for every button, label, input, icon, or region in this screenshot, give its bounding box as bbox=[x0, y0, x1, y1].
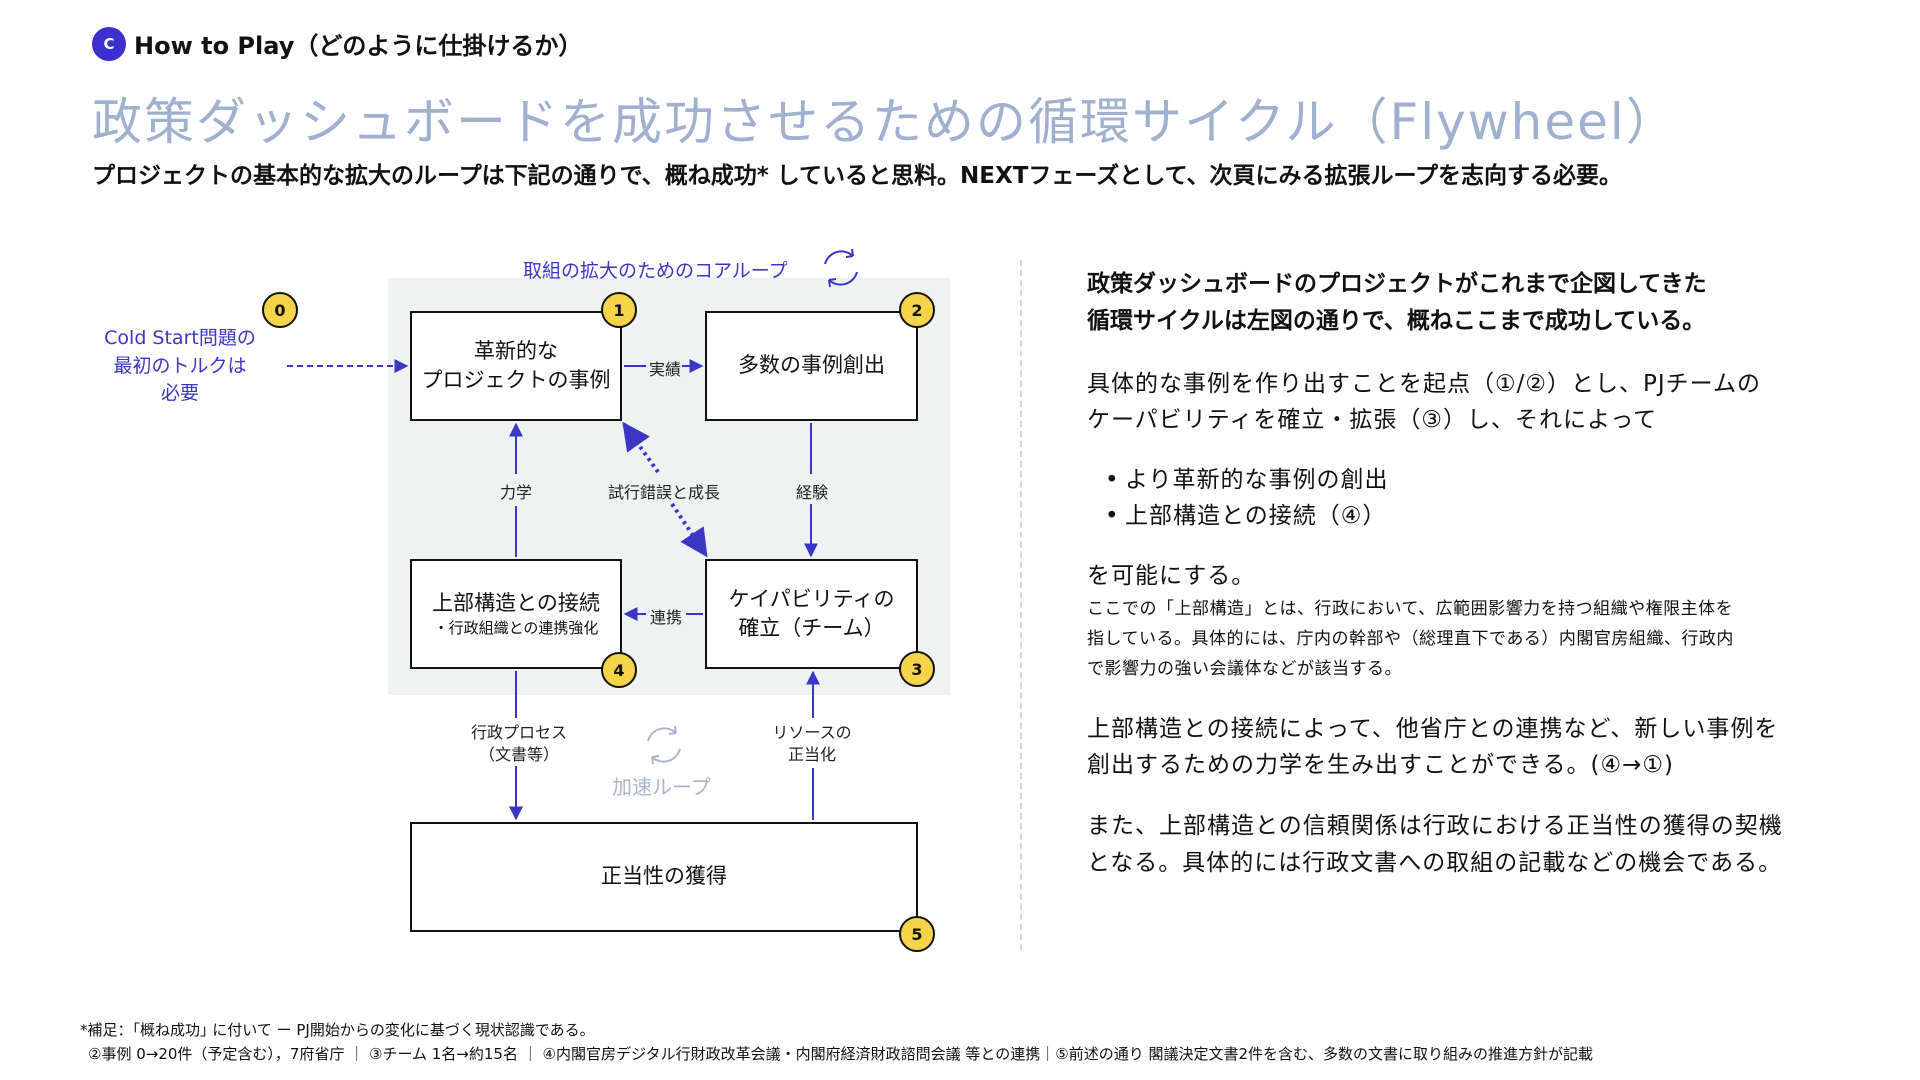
footnote-line1: *補足：｢概ね成功｣ に付いて ー PJ開始からの変化に基づく現状認識である。 bbox=[80, 1021, 595, 1039]
cycle-icon bbox=[647, 725, 681, 765]
edge-label-trial-growth: 試行錯誤と成長 bbox=[608, 483, 721, 502]
cold-start-line1: Cold Start問題の bbox=[104, 327, 256, 349]
lead-paragraph: 政策ダッシュボードのプロジェクトがこれまで企図してきた 循環サイクルは左図の通り… bbox=[1087, 266, 1847, 340]
node-innovative-project-line1: 革新的な bbox=[474, 338, 558, 363]
paragraph-4-line2: となる。具体的には行政文書への取組の記載などの機会である。 bbox=[1087, 849, 1783, 876]
bullet-item: 上部構造との接続（④） bbox=[1087, 499, 1847, 535]
lead-line1: 政策ダッシュボードのプロジェクトがこれまで企図してきた bbox=[1087, 271, 1707, 297]
edge-label-admin-process: 行政プロセス （文書等） bbox=[464, 722, 574, 767]
core-loop-title: 取組の拡大のためのコアループ bbox=[523, 260, 788, 282]
note-line1: ここでの「上部構造」とは、行政において、広範囲影響力を持つ組織や権限主体を bbox=[1087, 599, 1734, 620]
cold-start-line3: 必要 bbox=[160, 382, 199, 405]
page-title: 政策ダッシュボードを成功させるための循環サイクル（Flywheel） bbox=[92, 93, 1678, 151]
edge-label-resource-line1: リソースの bbox=[772, 723, 852, 742]
badge-3: 3 bbox=[899, 651, 935, 687]
paragraph-3-line1: 上部構造との接続によって、他省庁との連携など、新しい事例を bbox=[1087, 715, 1779, 742]
paragraph-4: また、上部構造との信頼関係は行政における正当性の獲得の契機 となる。具体的には行… bbox=[1087, 808, 1847, 882]
accel-loop-title: 加速ループ bbox=[612, 775, 711, 799]
page-subtitle: プロジェクトの基本的な拡大のループは下記の通りで、概ね成功* していると思料。N… bbox=[92, 163, 1623, 189]
footnote-line2: ②事例 0→20件（予定含む），7府省庁 ｜ ③チーム 1名→約15名 ｜ ④内… bbox=[88, 1045, 1594, 1063]
paragraph-1: 具体的な事例を作り出すことを起点（①/②）とし、PJチームの ケーパビリティを確… bbox=[1087, 366, 1847, 440]
section-badge: C bbox=[92, 26, 126, 61]
node-legitimacy: 正当性の獲得 bbox=[410, 822, 918, 932]
node-many-cases-label: 多数の事例創出 bbox=[738, 353, 885, 378]
section-tag: C How to Play（どのように仕掛けるか） bbox=[92, 26, 582, 61]
edge-label-renkei: 連携 bbox=[648, 604, 685, 628]
node-superstructure: 上部構造との接続 ・行政組織との連携強化 bbox=[410, 559, 622, 669]
paragraph-4-line1: また、上部構造との信頼関係は行政における正当性の獲得の契機 bbox=[1087, 813, 1783, 840]
node-capability: ケイパビリティの 確立（チーム） bbox=[705, 559, 918, 669]
node-superstructure-sub: ・行政組織との連携強化 bbox=[433, 619, 599, 638]
note-line2: 指している。具体的には、庁内の幹部や（総理直下である）内閣官房組織、行政内 bbox=[1087, 629, 1734, 650]
badge-5: 5 bbox=[899, 916, 935, 952]
paragraph-2: を可能にする。 bbox=[1087, 563, 1256, 590]
vertical-divider bbox=[1020, 260, 1022, 950]
badge-0: 0 bbox=[262, 292, 298, 328]
badge-2: 2 bbox=[899, 292, 935, 328]
bullet-item: より革新的な事例の創出 bbox=[1087, 463, 1847, 499]
footnote: *補足：｢概ね成功｣ に付いて ー PJ開始からの変化に基づく現状認識である。 … bbox=[80, 1018, 1593, 1066]
cold-start-line2: 最初のトルクは bbox=[113, 354, 247, 377]
lead-line2: 循環サイクルは左図の通りで、概ねここまで成功している。 bbox=[1087, 307, 1706, 334]
badge-1: 1 bbox=[601, 292, 637, 328]
edge-label-rikigaku: 力学 bbox=[500, 479, 533, 503]
section-label: How to Play（どのように仕掛けるか） bbox=[134, 32, 583, 60]
node-capability-line2: 確立（チーム） bbox=[738, 616, 885, 640]
node-innovative-project: 革新的な プロジェクトの事例 bbox=[410, 311, 622, 421]
node-many-cases: 多数の事例創出 bbox=[705, 311, 918, 421]
cold-start-note: Cold Start問題の 最初のトルクは 必要 bbox=[90, 325, 270, 408]
edge-label-keiken: 経験 bbox=[796, 479, 829, 503]
node-innovative-project-line2: プロジェクトの事例 bbox=[421, 368, 611, 392]
paragraph-1-line1: 具体的な事例を作り出すことを起点（①/②）とし、PJチームの bbox=[1087, 370, 1761, 397]
edge-label-resource: リソースの 正当化 bbox=[762, 722, 862, 767]
node-superstructure-line1: 上部構造との接続 bbox=[432, 590, 600, 615]
note-line3: で影響力の強い会議体などが該当する。 bbox=[1087, 658, 1402, 679]
edge-label-jisseki: 実績 bbox=[647, 356, 684, 380]
edge-label-resource-line2: 正当化 bbox=[787, 745, 836, 765]
superstructure-note: ここでの「上部構造」とは、行政において、広範囲影響力を持つ組織や権限主体を 指し… bbox=[1087, 595, 1847, 684]
bullet-list: より革新的な事例の創出 上部構造との接続（④） bbox=[1087, 463, 1847, 534]
node-legitimacy-label: 正当性の獲得 bbox=[601, 864, 727, 889]
badge-4: 4 bbox=[601, 652, 637, 688]
edge-label-admin-process-line1: 行政プロセス bbox=[470, 723, 567, 742]
node-capability-line1: ケイパビリティの bbox=[728, 586, 895, 611]
paragraph-1-line2: ケーパビリティを確立・拡張（③）し、それによって bbox=[1087, 407, 1658, 434]
paragraph-3-line2: 創出するための力学を生み出すことができる。(④→①) bbox=[1087, 752, 1674, 779]
explanation-panel: 政策ダッシュボードのプロジェクトがこれまで企図してきた 循環サイクルは左図の通り… bbox=[1087, 266, 1847, 882]
edge-label-admin-process-line2: （文書等） bbox=[478, 745, 559, 765]
paragraph-3: 上部構造との接続によって、他省庁との連携など、新しい事例を 創出するための力学を… bbox=[1087, 711, 1847, 785]
